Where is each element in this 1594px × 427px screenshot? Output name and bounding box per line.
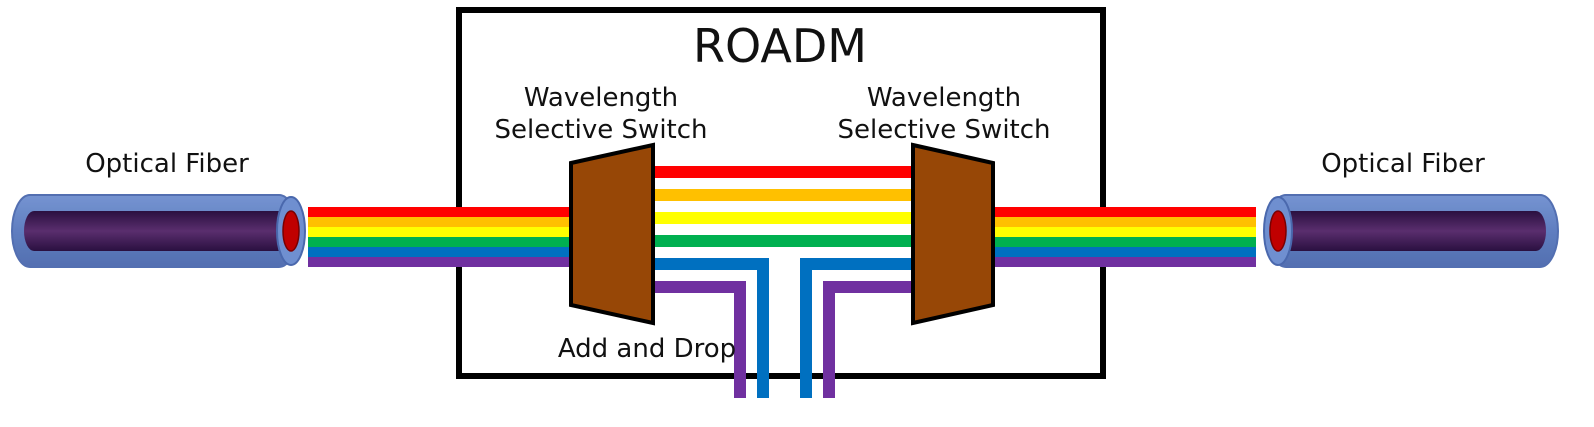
wss-left-shape	[569, 142, 655, 326]
fiber-right-core	[1278, 211, 1546, 251]
beam-right-green	[990, 237, 1256, 247]
fiber-left-label: Optical Fiber	[85, 149, 249, 179]
fiber-right-label: Optical Fiber	[1321, 149, 1485, 179]
fiber-left-end-core	[282, 210, 300, 252]
wss-right-shape	[911, 142, 995, 326]
wss-right-label-line1: Wavelength	[867, 83, 1021, 113]
beam-left-yellow	[308, 227, 576, 237]
fiber-left-core	[24, 211, 292, 251]
beam-left-red	[308, 207, 576, 217]
fiber-right	[1263, 194, 1559, 268]
add-drop-paths	[652, 258, 914, 398]
left-input-beam	[308, 207, 576, 267]
drop-blue-path	[652, 258, 769, 398]
wss-right-label-line2: Selective Switch	[837, 115, 1050, 145]
beam-right-orange	[990, 217, 1256, 227]
wss-left-label-line1: Wavelength	[524, 83, 678, 113]
beam-right-purple	[990, 257, 1256, 267]
beam-left-purple	[308, 257, 576, 267]
beam-left-orange	[308, 217, 576, 227]
add-purple-path	[823, 281, 914, 398]
right-output-beam	[990, 207, 1256, 267]
add-drop-label: Add and Drop	[558, 334, 736, 364]
drop-purple-path	[652, 281, 746, 398]
express-green	[652, 235, 914, 247]
express-yellow	[652, 212, 914, 224]
roadm-title: ROADM	[693, 19, 867, 73]
beam-right-blue	[990, 247, 1256, 257]
wss-left-label-line2: Selective Switch	[494, 115, 707, 145]
express-channels	[652, 166, 914, 247]
beam-left-blue	[308, 247, 576, 257]
beam-right-red	[990, 207, 1256, 217]
express-red	[652, 166, 914, 178]
fiber-left	[11, 194, 306, 268]
add-blue-path	[800, 258, 914, 398]
fiber-right-end-core	[1269, 210, 1287, 252]
express-orange	[652, 189, 914, 201]
beam-right-yellow	[990, 227, 1256, 237]
beam-left-green	[308, 237, 576, 247]
